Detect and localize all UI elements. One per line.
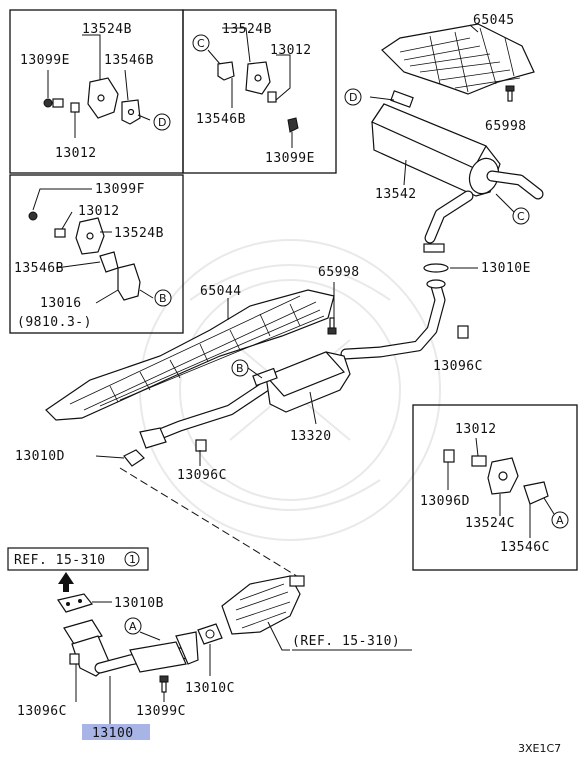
label-13524b-box1: 13524B <box>82 22 132 37</box>
svg-text:D: D <box>158 116 166 129</box>
sub-muffler-13320 <box>252 351 351 413</box>
main-muffler-13542 <box>371 90 501 197</box>
dashed-connection <box>119 467 301 579</box>
svg-text:B: B <box>159 292 167 305</box>
callout-d-box1: D <box>153 113 171 131</box>
callout-d-muffler: D <box>344 88 362 106</box>
label-13320: 13320 <box>290 429 332 444</box>
gasket-13010d <box>123 449 145 467</box>
svg-text:B: B <box>236 362 244 375</box>
svg-text:A: A <box>556 514 564 527</box>
label-65998-upper: 65998 <box>485 119 527 134</box>
gasket-13010c <box>197 623 223 645</box>
bolt-13099c <box>159 675 169 693</box>
label-13016-box3: 13016 <box>40 296 82 311</box>
hanger-bracket-box1 <box>43 77 141 125</box>
label-13524b-box2: 13524B <box>222 22 272 37</box>
label-13546b-box1: 13546B <box>104 53 154 68</box>
flange-upper-13320 <box>426 279 446 289</box>
label-13010c: 13010C <box>185 681 235 696</box>
rubber-hanger-13096c-c <box>69 653 80 665</box>
rubber-hanger-13096c-b <box>195 439 207 452</box>
rubber-hanger-13096c-a <box>457 325 469 339</box>
label-13546c-box4: 13546C <box>500 540 550 555</box>
label-13012-box4: 13012 <box>455 422 497 437</box>
svg-text:REF. 15-310: REF. 15-310 <box>14 553 106 568</box>
label-13099e-box1: 13099E <box>20 53 70 68</box>
label-13012-box1: 13012 <box>55 146 97 161</box>
detail-box-lower-left <box>9 174 184 334</box>
label-13012-box2: 13012 <box>270 43 312 58</box>
hanger-set-box4 <box>443 449 549 505</box>
label-13099f-box3: 13099F <box>95 182 145 197</box>
heat-shield-65044 <box>45 289 335 421</box>
label-65044: 65044 <box>200 284 242 299</box>
catalytic-converter <box>221 575 305 635</box>
label-13096c-c: 13096C <box>17 704 67 719</box>
svg-text:C: C <box>197 37 205 50</box>
part-number-13100: 13100 <box>82 724 150 741</box>
label-13010b: 13010B <box>114 596 164 611</box>
label-65045: 65045 <box>473 13 515 28</box>
label-13016-note: (9810.3-) <box>17 315 92 330</box>
label-13546b-box2: 13546B <box>196 112 246 127</box>
svg-text:13100: 13100 <box>92 726 134 741</box>
flange-lower-13320 <box>139 427 167 449</box>
callout-a-box4: A <box>551 511 569 529</box>
gasket-13010e <box>423 263 449 273</box>
hanger-bracket-box3 <box>28 211 141 301</box>
svg-text:1: 1 <box>129 553 136 566</box>
svg-text:A: A <box>129 620 137 633</box>
svg-text:D: D <box>349 91 357 104</box>
label-13010e: 13010E <box>481 261 531 276</box>
label-13542: 13542 <box>375 187 417 202</box>
callout-a-front-pipe: A <box>124 617 142 635</box>
label-13010d: 13010D <box>15 449 65 464</box>
callout-c-box2: C <box>192 34 210 52</box>
detail-box-right <box>412 404 578 571</box>
label-13524b-box3: 13524B <box>114 226 164 241</box>
label-13012-box3: 13012 <box>78 204 120 219</box>
ref-15-310-2: (REF. 15-310) <box>292 634 400 649</box>
bolt-65998-upper <box>505 85 515 102</box>
label-13546b-box3: 13546B <box>14 261 64 276</box>
label-13099c: 13099C <box>136 704 186 719</box>
detail-box-upper-middle <box>182 9 337 174</box>
callout-b-pipe: B <box>231 359 249 377</box>
bolt-65998-lower <box>327 317 337 335</box>
ref-15-310-1: REF. 15-310 1 <box>7 547 149 571</box>
svg-text:C: C <box>517 210 525 223</box>
callout-c-muffler: C <box>512 207 530 225</box>
label-13096c-a: 13096C <box>433 359 483 374</box>
flange-near-muffler <box>423 243 445 253</box>
hanger-bracket-box2 <box>217 61 299 133</box>
label-65998-lower: 65998 <box>318 265 360 280</box>
label-13096c-b: 13096C <box>177 468 227 483</box>
front-pipe-13100 <box>63 619 199 677</box>
label-13096d-box4: 13096D <box>420 494 470 509</box>
label-13524c-box4: 13524C <box>465 516 515 531</box>
gasket-13010b <box>57 593 94 613</box>
diagram-code: 3XE1C7 <box>518 742 561 755</box>
label-13099e-box2: 13099E <box>265 151 315 166</box>
arrow-up-icon <box>58 572 74 592</box>
heat-shield-65045 <box>381 23 535 95</box>
callout-b-box3: B <box>154 289 172 307</box>
